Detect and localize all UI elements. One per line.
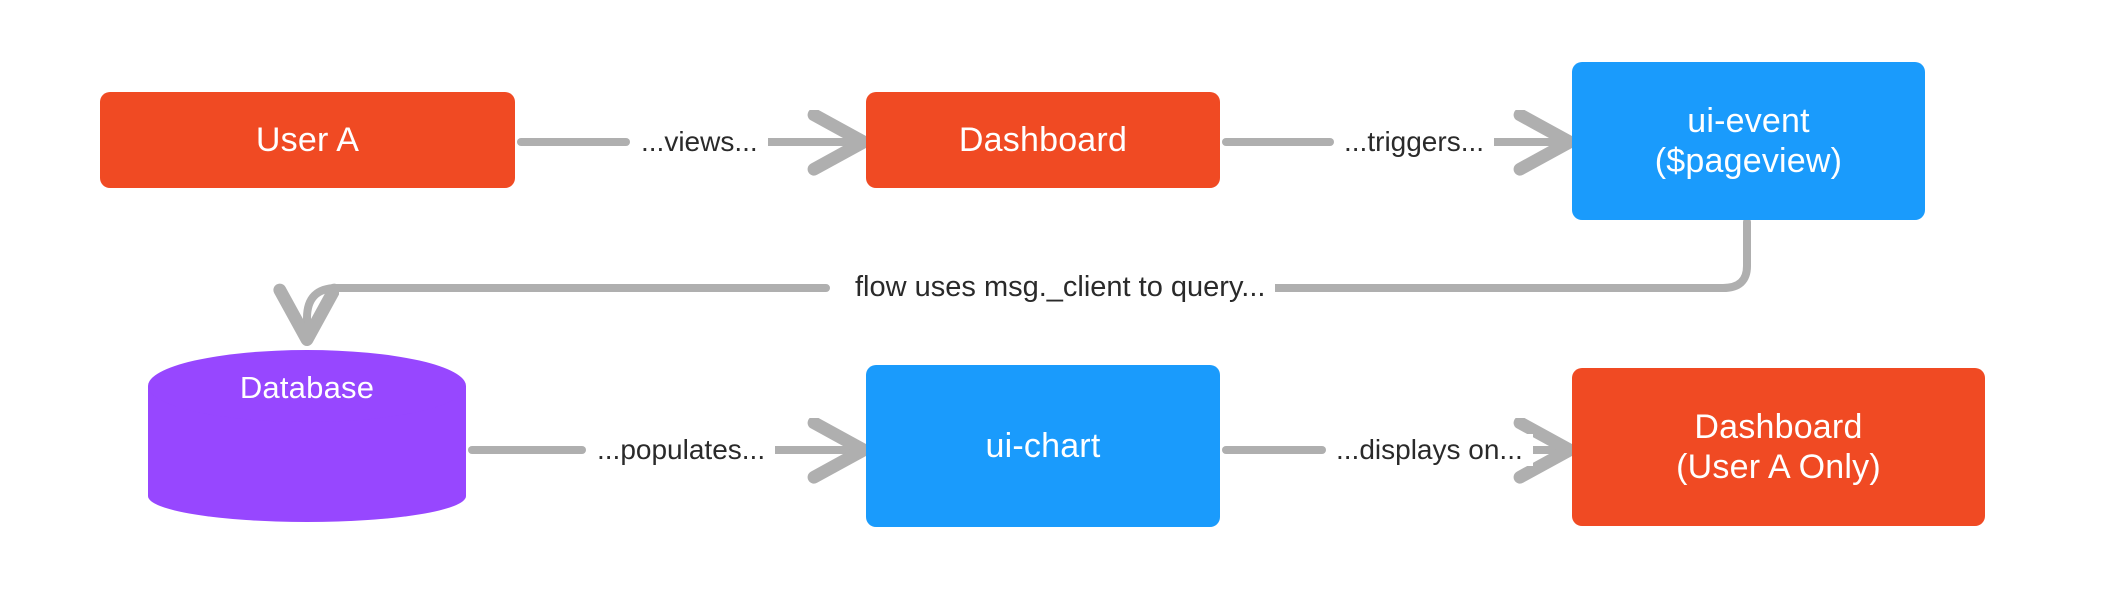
edge-label-populates: ...populates... — [587, 434, 776, 466]
node-ui-event-sublabel: ($pageview) — [1654, 142, 1843, 180]
node-dashboard-label: Dashboard — [958, 120, 1128, 159]
node-ui-chart[interactable]: ui-chart — [866, 365, 1220, 527]
node-ui-chart-label: ui-chart — [985, 426, 1101, 465]
node-user-a-label: User A — [255, 120, 360, 159]
node-dashboard-2-label: Dashboard — [1694, 407, 1863, 446]
node-dashboard-2-sublabel: (User A Only) — [1676, 448, 1881, 486]
edge-label-triggers: ...triggers... — [1334, 126, 1495, 158]
edge-label-views: ...views... — [631, 126, 768, 158]
database-cylinder-top — [148, 350, 466, 422]
edge-label-displays-on: ...displays on... — [1326, 434, 1533, 466]
node-database[interactable]: Database — [148, 350, 466, 522]
node-database-label: Database — [239, 370, 375, 405]
edge-label-flow-query: flow uses msg._client to query... — [845, 271, 1276, 304]
node-user-a[interactable]: User A — [100, 92, 515, 188]
node-dashboard-user-a-only[interactable]: Dashboard (User A Only) — [1572, 368, 1985, 526]
node-ui-event[interactable]: ui-event ($pageview) — [1572, 62, 1925, 220]
node-dashboard[interactable]: Dashboard — [866, 92, 1220, 188]
node-ui-event-label: ui-event — [1687, 101, 1810, 140]
edge-flow-query — [307, 218, 1751, 338]
